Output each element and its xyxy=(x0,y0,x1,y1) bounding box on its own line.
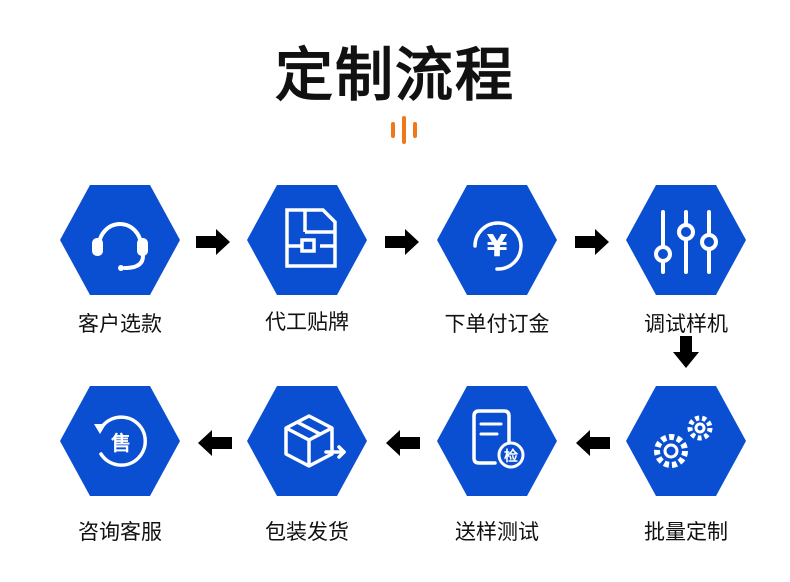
arrow-down xyxy=(673,336,699,368)
gears-icon xyxy=(654,415,713,468)
step-label-1: 客户选款 xyxy=(78,312,162,336)
hexagon-step-3 xyxy=(437,185,557,295)
arrow-left-3 xyxy=(198,430,232,456)
arrow-right-2 xyxy=(385,229,419,255)
arrow-right-1 xyxy=(196,229,230,255)
arrow-left-1 xyxy=(576,430,610,456)
step-label-2: 代工贴牌 xyxy=(265,310,349,334)
title-divider xyxy=(391,116,417,144)
package-icon xyxy=(284,414,346,468)
headset-icon xyxy=(92,222,148,271)
step-label-8: 咨询客服 xyxy=(78,520,162,544)
hexagon-step-1 xyxy=(60,185,180,295)
hexagon-step-8 xyxy=(60,386,180,496)
sliders-icon xyxy=(654,210,718,274)
inspect-character: 检 xyxy=(504,448,518,465)
hexagon-step-6 xyxy=(437,386,557,496)
arrow-right-3 xyxy=(575,229,609,255)
after-sales-icon: 售 xyxy=(94,415,147,467)
arrow-left-2 xyxy=(386,430,420,456)
step-label-6: 送样测试 xyxy=(455,520,539,544)
step-label-7: 包装发货 xyxy=(265,520,349,544)
hexagon-step-7 xyxy=(247,386,367,496)
page-title: 定制流程 xyxy=(274,41,515,109)
yuan-symbol: ¥ xyxy=(487,229,508,264)
step-label-3: 下单付订金 xyxy=(444,312,550,336)
sale-character: 售 xyxy=(111,431,131,455)
yuan-coin-icon: ¥ xyxy=(473,221,523,271)
step-label-5: 批量定制 xyxy=(644,520,728,544)
inspection-doc-icon: 检 xyxy=(472,409,525,469)
hexagon-step-5 xyxy=(626,386,746,496)
step-label-4: 调试样机 xyxy=(644,312,728,336)
brand-layout-icon xyxy=(285,208,337,268)
